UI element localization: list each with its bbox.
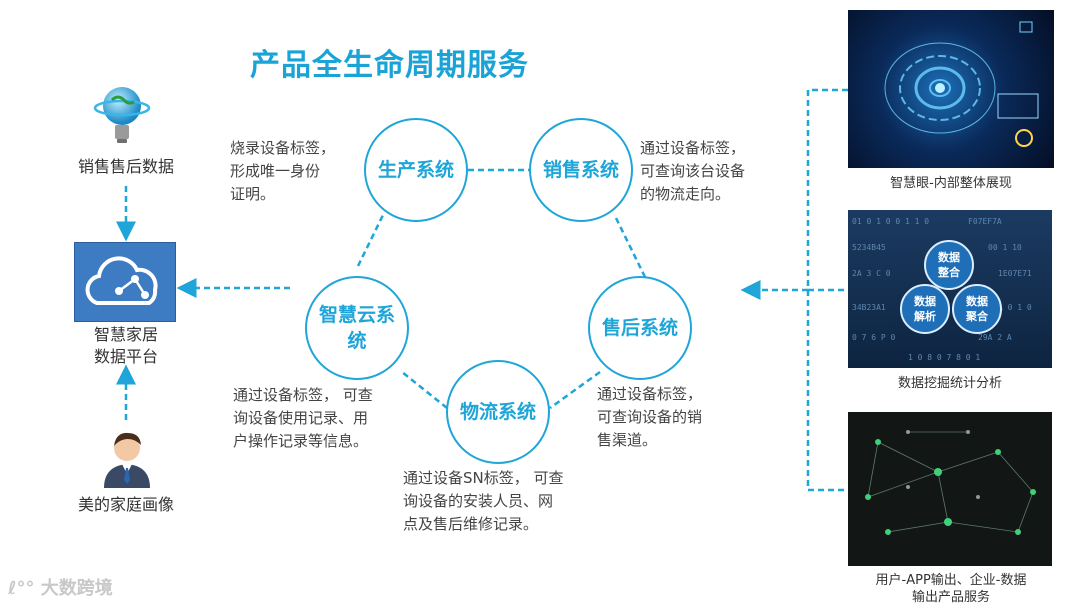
svg-text:29A 2 A: 29A 2 A xyxy=(978,333,1012,342)
link-sales-aftersales xyxy=(616,218,645,277)
desc-line: 询设备的安装人员、网 xyxy=(403,490,564,513)
svg-text:A 0 1 0: A 0 1 0 xyxy=(998,303,1032,312)
smart-eye-caption: 智慧眼-内部整体展现 xyxy=(848,172,1054,191)
sales-description: 通过设备标签， 可查询该台设备 的物流走向。 xyxy=(640,137,745,206)
desc-line: 可查询设备的销 xyxy=(597,406,702,429)
svg-text:01 0 1 0 0 1 1 0: 01 0 1 0 0 1 1 0 xyxy=(852,217,929,226)
svg-text:0 7 6 P 0: 0 7 6 P 0 xyxy=(852,333,896,342)
node-cloud-system: 智慧云系统 xyxy=(305,276,409,380)
svg-text:5234B45: 5234B45 xyxy=(852,243,886,252)
globe-bulb-icon xyxy=(92,82,152,146)
svg-text:F07EF7A: F07EF7A xyxy=(968,217,1002,226)
desc-line: 通过设备标签， xyxy=(640,137,745,160)
watermark-logo-icon: ℓ°° xyxy=(8,578,35,599)
cloud-network-icon xyxy=(75,243,175,321)
desc-line: 通过设备SN标签， 可查 xyxy=(403,467,564,490)
link-logistics-cloud xyxy=(402,372,447,408)
desc-line: 证明。 xyxy=(230,183,335,206)
watermark: ℓ°° 大数跨境 xyxy=(8,574,113,600)
circle-data-integration: 数据整合 xyxy=(924,240,974,290)
service-output-panel xyxy=(848,412,1052,566)
caption-line: 用户-APP输出、企业-数据 xyxy=(848,572,1054,589)
swirl-eye-graphic xyxy=(848,10,1054,168)
node-sales-system: 销售系统 xyxy=(529,118,633,222)
circle-data-parsing: 数据解析 xyxy=(900,284,950,334)
logistics-description: 通过设备SN标签， 可查 询设备的安装人员、网 点及售后维修记录。 xyxy=(403,467,564,536)
user-profile-label: 美的家庭画像 xyxy=(62,494,190,516)
platform-label-line: 智慧家居 xyxy=(62,324,190,346)
node-aftersales-system: 售后系统 xyxy=(588,276,692,380)
desc-line: 户操作记录等信息。 xyxy=(233,430,373,453)
caption-line: 输出产品服务 xyxy=(848,589,1054,606)
production-description: 烧录设备标签， 形成唯一身份 证明。 xyxy=(230,137,335,206)
user-avatar-icon xyxy=(100,428,154,488)
node-production-system: 生产系统 xyxy=(364,118,468,222)
svg-text:2A 3 C 0: 2A 3 C 0 xyxy=(852,269,891,278)
network-graph-graphic xyxy=(848,412,1052,566)
desc-line: 烧录设备标签， xyxy=(230,137,335,160)
aftersales-description: 通过设备标签， 可查询设备的销 售渠道。 xyxy=(597,383,702,452)
platform-label: 智慧家居 数据平台 xyxy=(62,324,190,368)
svg-text:00 1 10: 00 1 10 xyxy=(988,243,1022,252)
desc-line: 询设备使用记录、用 xyxy=(233,407,373,430)
service-output-caption: 用户-APP输出、企业-数据 输出产品服务 xyxy=(848,572,1054,606)
platform-logo xyxy=(74,242,176,322)
sales-data-label: 销售售后数据 xyxy=(62,156,190,178)
watermark-text: 大数跨境 xyxy=(41,578,113,599)
data-mining-caption: 数据挖掘统计分析 xyxy=(848,372,1052,391)
desc-line: 的物流走向。 xyxy=(640,183,745,206)
svg-text:1E07E71: 1E07E71 xyxy=(998,269,1032,278)
cloud-description: 通过设备标签， 可查 询设备使用记录、用 户操作记录等信息。 xyxy=(233,384,373,453)
svg-text:1 0 8 0 7 8 0 1: 1 0 8 0 7 8 0 1 xyxy=(908,353,980,362)
page-title: 产品全生命周期服务 xyxy=(250,40,529,84)
desc-line: 可查询该台设备 xyxy=(640,160,745,183)
platform-label-line: 数据平台 xyxy=(62,346,190,368)
desc-line: 点及售后维修记录。 xyxy=(403,513,564,536)
link-cloud-production xyxy=(358,213,384,266)
svg-text:34B23A1: 34B23A1 xyxy=(852,303,886,312)
smart-eye-panel xyxy=(848,10,1054,168)
link-aftersales-logistics xyxy=(550,372,600,408)
circle-data-aggregation: 数据聚合 xyxy=(952,284,1002,334)
node-logistics-system: 物流系统 xyxy=(446,360,550,464)
desc-line: 通过设备标签， 可查 xyxy=(233,384,373,407)
data-mining-panel: 01 0 1 0 0 1 1 0 F07EF7A 5234B45 00 1 10… xyxy=(848,210,1052,368)
desc-line: 通过设备标签， xyxy=(597,383,702,406)
desc-line: 形成唯一身份 xyxy=(230,160,335,183)
desc-line: 售渠道。 xyxy=(597,429,702,452)
